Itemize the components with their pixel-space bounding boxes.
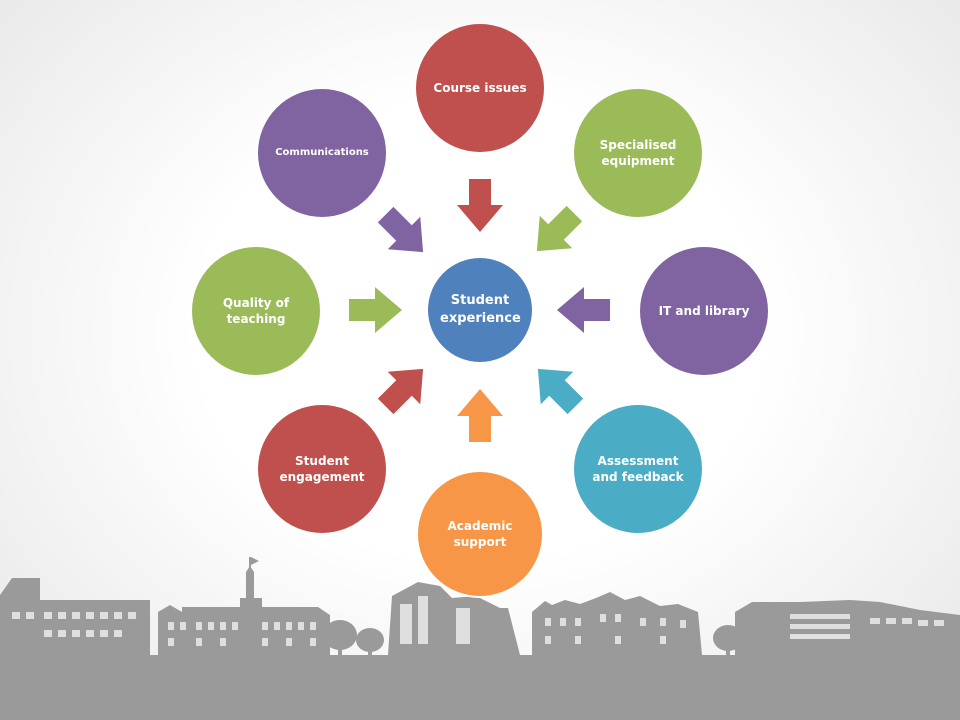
node-label-specialised-equipment: Specialised equipment: [599, 137, 677, 168]
node-academic-support: Academic support: [416, 470, 544, 598]
arrow-from-academic-support: [457, 389, 503, 442]
arrow-from-assessment-and-feedback: [537, 368, 584, 415]
arrow-from-quality-of-teaching: [349, 287, 402, 333]
node-student-engagement: Student engagement: [258, 405, 386, 533]
center-node-label: Student experience: [440, 293, 521, 326]
node-label-student-engagement: Student engagement: [279, 453, 365, 484]
node-label-quality-of-teaching: Quality of teaching: [222, 295, 290, 326]
node-assessment-and-feedback: Assessment and feedback: [574, 405, 702, 533]
node-label-it-and-library: IT and library: [658, 303, 750, 318]
center-node-student-experience: Student experience: [428, 258, 532, 362]
arrow-from-specialised-equipment: [536, 205, 583, 252]
node-specialised-equipment: Specialised equipment: [574, 89, 702, 217]
arrow-from-it-and-library: [557, 287, 610, 333]
node-course-issues: Course issues: [416, 24, 544, 152]
arrow-from-student-engagement: [377, 368, 424, 415]
arrow-from-communications: [377, 206, 424, 253]
node-communications: Communications: [258, 89, 386, 217]
arrow-from-course-issues: [457, 179, 503, 232]
node-label-academic-support: Academic support: [447, 518, 513, 549]
node-label-communications: Communications: [275, 147, 369, 159]
node-label-course-issues: Course issues: [433, 80, 527, 95]
node-it-and-library: IT and library: [640, 247, 768, 375]
node-label-assessment-and-feedback: Assessment and feedback: [592, 453, 684, 484]
node-quality-of-teaching: Quality of teaching: [192, 247, 320, 375]
